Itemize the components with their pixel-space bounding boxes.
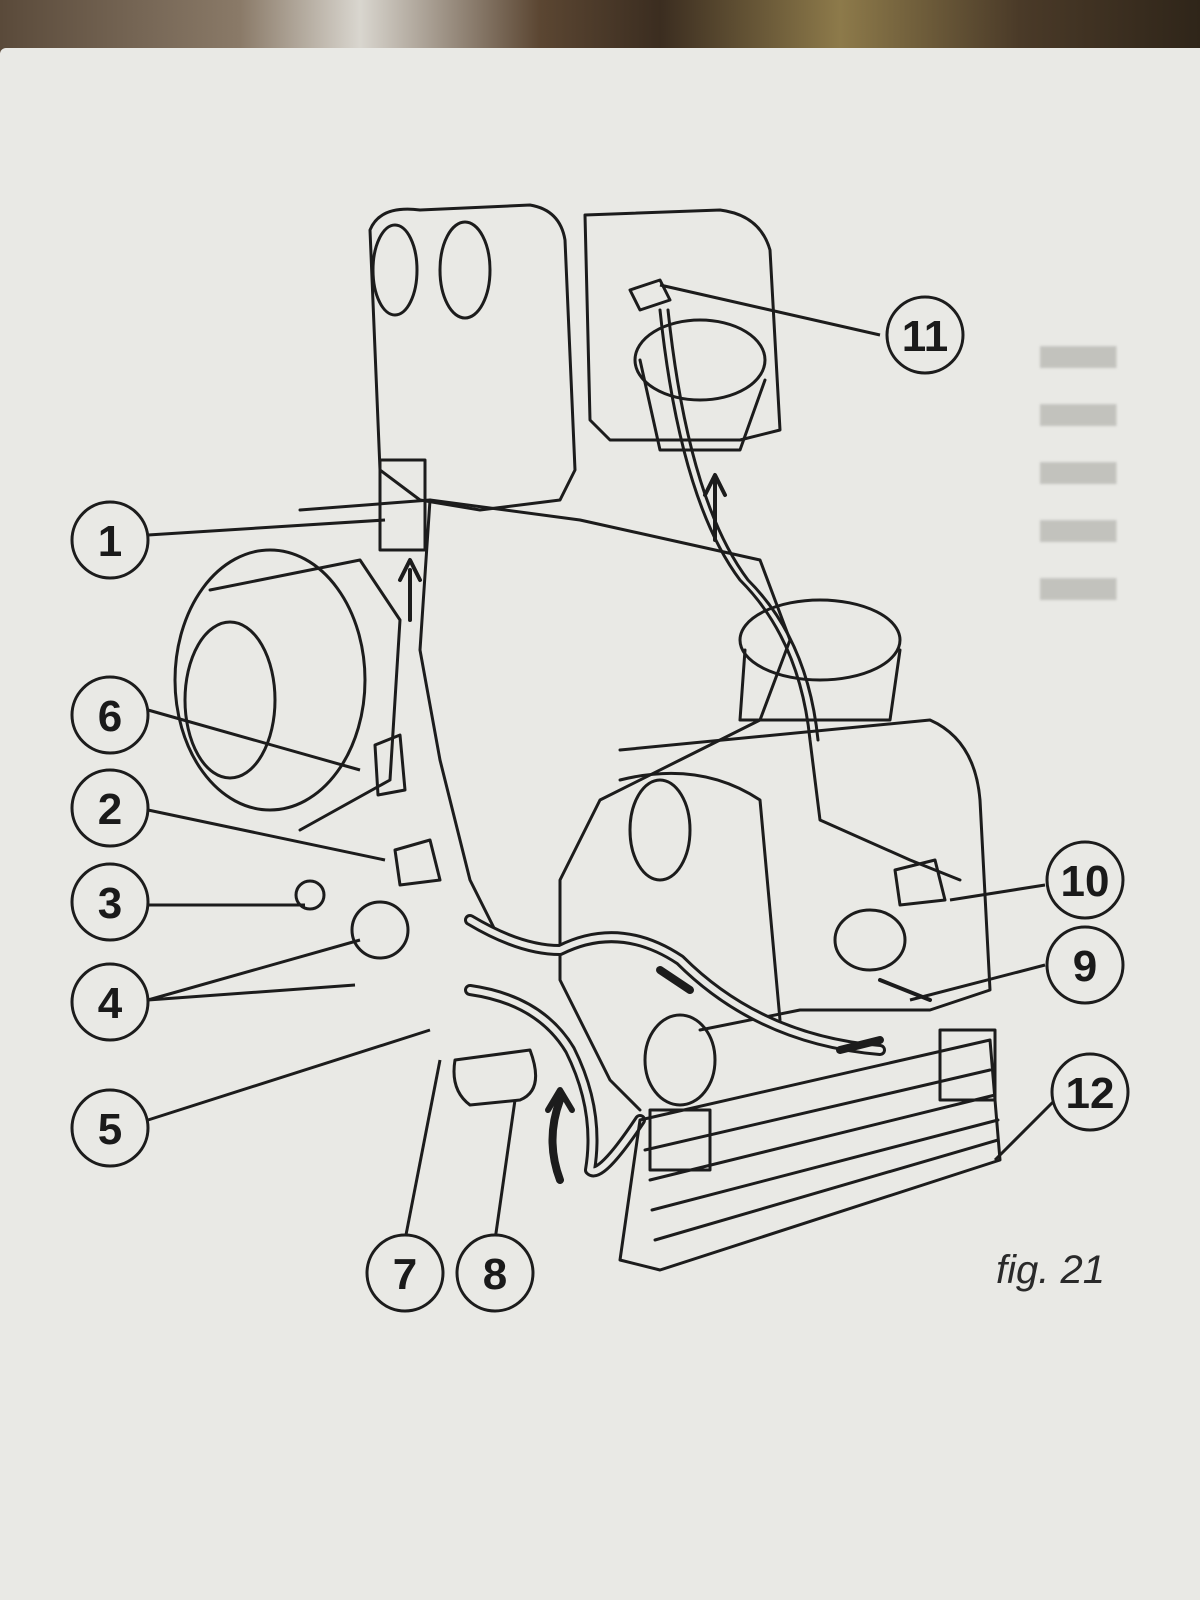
cooler-right-bracket: [938, 1028, 997, 1102]
exhaust-port-front: [738, 598, 902, 682]
callout-5: 5: [70, 1088, 150, 1168]
rear-cylinder-head: [368, 203, 577, 512]
breather-fitting: [373, 733, 407, 797]
bleed-through-text: ▀▀▀▀▀▀▀▀▀▀▀▀▀▀▀: [1040, 346, 1117, 619]
flow-arrow-3: [548, 1096, 564, 1184]
exhaust-port-top: [633, 318, 767, 402]
oil-line-head-2: [666, 308, 820, 742]
oil-line-head: [658, 308, 962, 882]
leader-lines: [147, 283, 1057, 1241]
callout-8: 8: [455, 1233, 535, 1313]
front-port: [628, 778, 692, 882]
callout-3-label: 3: [98, 879, 122, 928]
manual-page: ▀▀▀▀▀▀▀▀▀▀▀▀▀▀▀: [0, 48, 1200, 1600]
oil-hose-upper: [464, 914, 886, 1056]
oil-cooler-fins: [643, 1068, 1000, 1242]
thermostat-valve: [378, 458, 427, 552]
oil-pump-gear: [350, 900, 410, 960]
callout-12-label: 12: [1066, 1069, 1115, 1118]
flow-arrow-5: [836, 1036, 884, 1054]
callout-3: 3: [70, 862, 150, 942]
rear-head-cover: [583, 208, 782, 442]
callout-7-label: 7: [393, 1250, 417, 1299]
callout-6: 6: [70, 675, 150, 755]
callout-11-label: 11: [902, 312, 949, 361]
engine-illustration: [173, 203, 1002, 1272]
callout-11: 11: [885, 295, 965, 375]
callout-9: 9: [1045, 925, 1125, 1005]
oil-cooler: [618, 1038, 1002, 1272]
drain-plug: [294, 879, 326, 911]
callout-4-label: 4: [98, 979, 123, 1028]
crankcase-edge: [418, 498, 502, 942]
callout-5-label: 5: [98, 1105, 122, 1154]
callout-8-label: 8: [483, 1250, 507, 1299]
oil-hose-lower-inner: [467, 987, 643, 1175]
callout-1-label: 1: [98, 517, 122, 566]
exhaust-neck-top: [638, 358, 767, 452]
front-oil-fitting: [893, 858, 947, 907]
callout-12: 12: [1050, 1052, 1130, 1132]
intake-port-right: [438, 220, 492, 320]
callout-10: 10: [1045, 840, 1125, 920]
callout-7: 7: [365, 1233, 445, 1313]
callout-10-label: 10: [1061, 857, 1110, 906]
callout-2: 2: [70, 768, 150, 848]
intake-port-left: [371, 223, 419, 317]
front-cover-port: [833, 908, 907, 972]
callout-6-label: 6: [98, 692, 122, 741]
generator-inner: [183, 620, 277, 780]
generator-housing: [208, 558, 402, 832]
callout-2-label: 2: [98, 785, 122, 834]
head-oil-fitting: [628, 278, 672, 312]
front-cam-cover: [618, 771, 782, 1022]
cooler-left-bracket: [648, 1108, 712, 1172]
pressure-sender: [393, 838, 442, 887]
front-head-cover: [618, 718, 992, 1032]
callout-4: 4: [70, 962, 150, 1042]
generator-cover: [173, 548, 367, 812]
oil-hose-upper-inner: [467, 917, 883, 1053]
callout-1: 1: [70, 500, 150, 580]
lower-port: [643, 1013, 717, 1107]
oil-filter-cap: [452, 1048, 538, 1107]
figure-caption: fig. 21: [996, 1248, 1105, 1292]
flow-arrow-4: [656, 966, 694, 994]
callout-9-label: 9: [1073, 942, 1097, 991]
